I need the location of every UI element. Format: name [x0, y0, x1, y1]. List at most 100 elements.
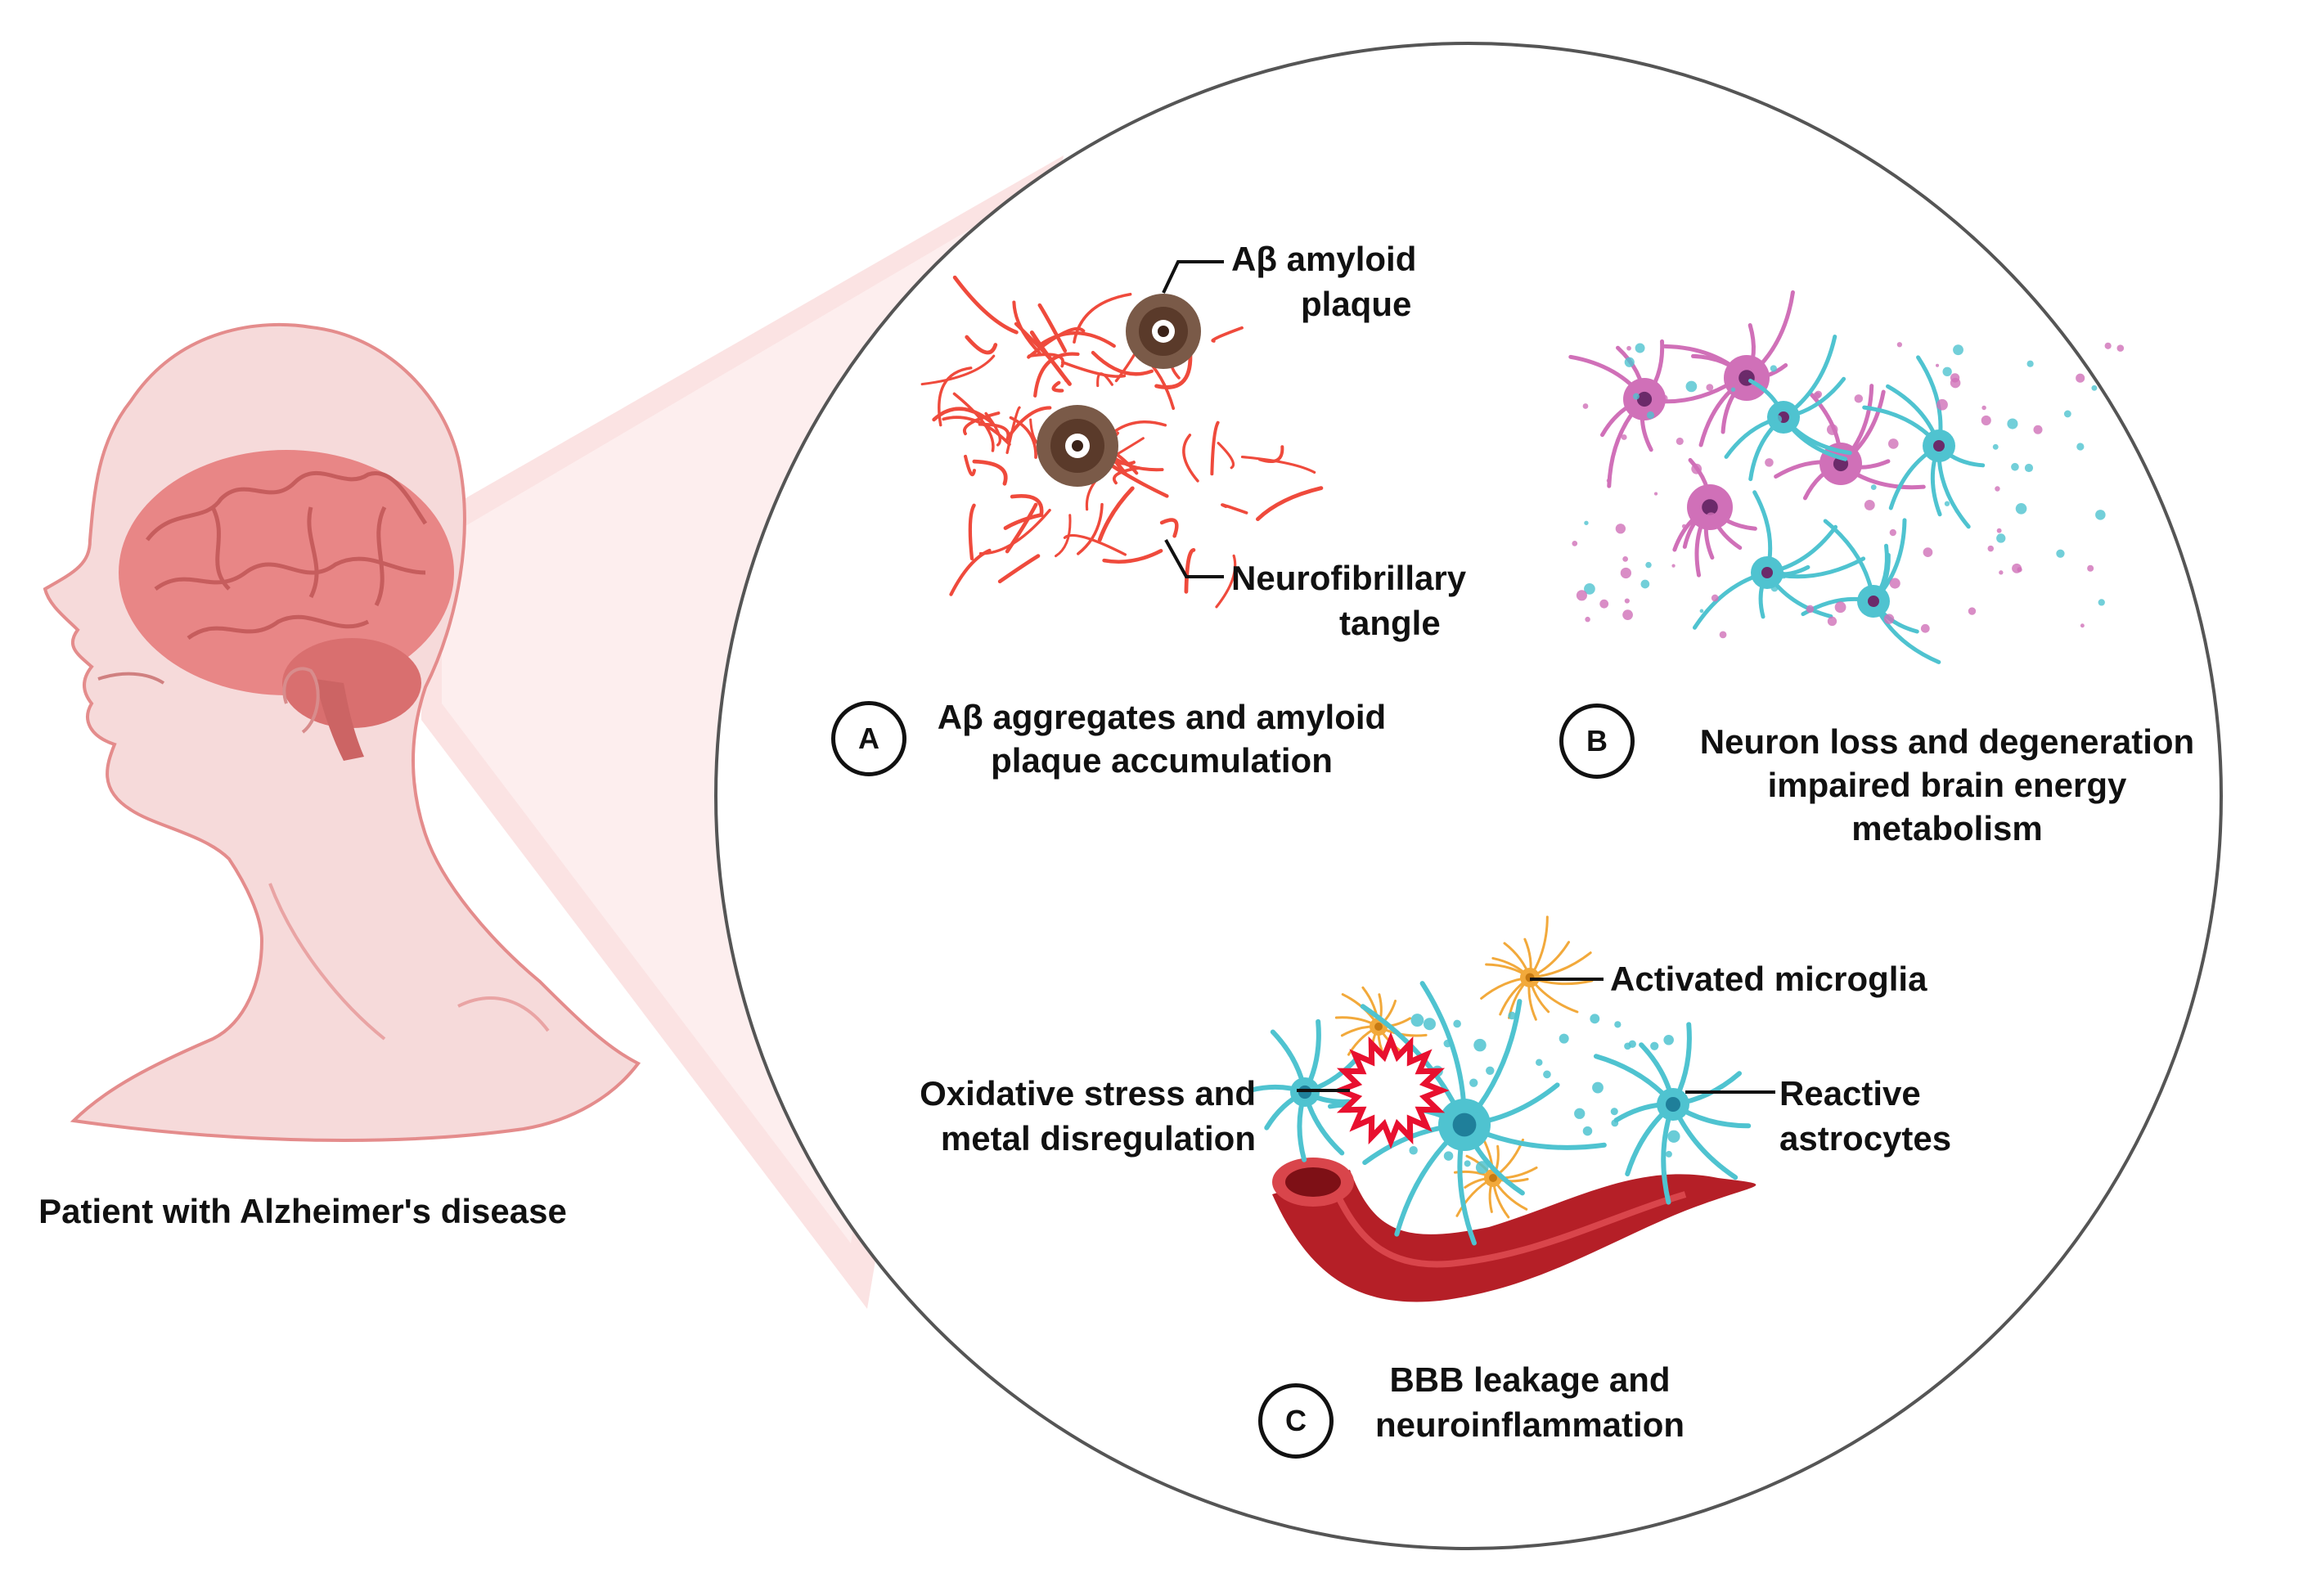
tangle-fiber [938, 366, 973, 427]
neuron-debris [2076, 443, 2085, 451]
neuron-debris [1706, 384, 1714, 391]
brain-folds [146, 470, 428, 641]
panel-b-caption-line1: Neuron loss and degeneration [1699, 722, 2195, 761]
cytokine-dot [1409, 1146, 1418, 1155]
cytokine-dot [1508, 1011, 1516, 1020]
microglia-label: Activated microglia [1610, 960, 1927, 998]
neuron-debris [1676, 437, 1684, 445]
neuron-debris [1765, 458, 1774, 467]
tangle-fiber [1159, 518, 1179, 538]
tangle-fiber [1221, 503, 1248, 515]
cytokine-dot [1475, 1161, 1489, 1174]
neuron-debris [1870, 484, 1877, 491]
tangle-fiber [1005, 502, 1038, 554]
tangle-fiber [952, 275, 1019, 335]
panel-c-caption-line2: neuroinflammation [1374, 1405, 1685, 1444]
plaque-pointer-line [1162, 260, 1224, 294]
cytokine-dot [1453, 1019, 1461, 1028]
neuron-debris [1660, 394, 1668, 402]
neuron-debris [1719, 631, 1727, 639]
cerebellum [282, 638, 421, 728]
tangle-fiber [1211, 326, 1244, 343]
neuron-debris [1635, 343, 1645, 353]
tangle-fiber [1051, 380, 1064, 393]
neuron-debris [2063, 410, 2071, 418]
ear [282, 667, 320, 734]
badge-b: B [1559, 704, 1635, 779]
neuron-debris [1584, 520, 1589, 525]
neuron-debris [1624, 357, 1635, 367]
neuron-debris [1996, 528, 2002, 533]
neuron-debris [1864, 499, 1875, 510]
neuron-debris [1981, 405, 1986, 411]
neuron-debris [2024, 463, 2034, 473]
neuron-debris [1572, 540, 1578, 546]
neuron-debris [1992, 443, 1999, 450]
neuron-debris [1582, 403, 1589, 409]
neuron-debris [1584, 583, 1595, 595]
panel-b-caption-line2: impaired brain energy [1767, 766, 2127, 804]
astrocyte-nucleus [1666, 1097, 1680, 1112]
cytokine-dot [1650, 1041, 1659, 1050]
cyan-neuron-nucleus [1761, 567, 1773, 578]
neuron-debris [1645, 561, 1652, 569]
neuron-debris [1606, 478, 1612, 483]
cytokine-dot [1592, 1081, 1604, 1094]
neuron-debris [1671, 564, 1676, 568]
cytokine-dot [1614, 1021, 1622, 1028]
cytokine-dot [1582, 1126, 1593, 1136]
microglia-nucleus [1374, 1023, 1383, 1031]
cyan-neuron-nucleus [1868, 596, 1879, 607]
neuron-debris [1681, 524, 1687, 528]
neuron-debris [1889, 528, 1896, 537]
eye [97, 672, 165, 685]
cytokine-dot [1665, 1150, 1672, 1158]
neuron-debris [1920, 623, 1930, 633]
neuron-debris [1999, 570, 2004, 575]
neuron-debris [1826, 424, 1838, 435]
neuron-debris [2015, 502, 2027, 515]
neuron-debris [1834, 601, 1846, 614]
microglia-nucleus [1489, 1174, 1497, 1182]
neuron-debris [1685, 380, 1698, 393]
tangle-fiber [920, 354, 996, 386]
oxidative-label-line2: metal disregulation [940, 1119, 1256, 1158]
neuron-debris [1624, 598, 1630, 604]
panel-b-caption-line3: metabolism [1851, 809, 2043, 847]
neuron-debris [1705, 512, 1717, 524]
cytokine-dot [1464, 1160, 1471, 1167]
badge-a: A [831, 701, 906, 776]
neuron-debris [1854, 394, 1864, 403]
tangle-fiber [1077, 502, 1104, 555]
neuron-debris [1653, 492, 1658, 496]
cytokine-dot [1543, 1070, 1551, 1079]
neuron-debris [1887, 438, 1899, 449]
panel-a-caption-line1: Aβ aggregates and amyloid [937, 698, 1387, 736]
neuron-debris [1621, 434, 1627, 440]
tangle-fiber [1184, 547, 1196, 594]
neuron-debris [1953, 344, 1963, 356]
tangle-fiber [1256, 486, 1324, 522]
oxidative-stress-burst [1332, 1032, 1450, 1149]
vessel-body [1272, 1170, 1756, 1302]
patient-head-illustration [43, 322, 641, 1142]
tangle-fiber [1113, 420, 1167, 433]
tangle-fiber [1010, 494, 1044, 517]
tangle-fiber [1060, 361, 1127, 378]
neuron-debris [2116, 344, 2125, 352]
tangle-fiber [1215, 554, 1237, 609]
tangle-fiber [984, 411, 1002, 447]
vessel-highlight [1330, 1185, 1687, 1268]
neuron-debris [2017, 567, 2022, 573]
astrocytes-label-line2: astrocytes [1779, 1119, 1952, 1158]
cytokine-dot [1473, 1038, 1487, 1052]
cytokine-dot [1611, 1119, 1619, 1127]
tangle-fiber [1154, 353, 1193, 389]
neuron-debris [1936, 398, 1948, 411]
tangle-fiber [1033, 352, 1080, 398]
neuron-debris [2056, 549, 2065, 558]
tangle-fiber [1257, 445, 1284, 464]
neuron-debris [1770, 584, 1779, 592]
patient-label: Patient with Alzheimer's disease [38, 1192, 567, 1230]
